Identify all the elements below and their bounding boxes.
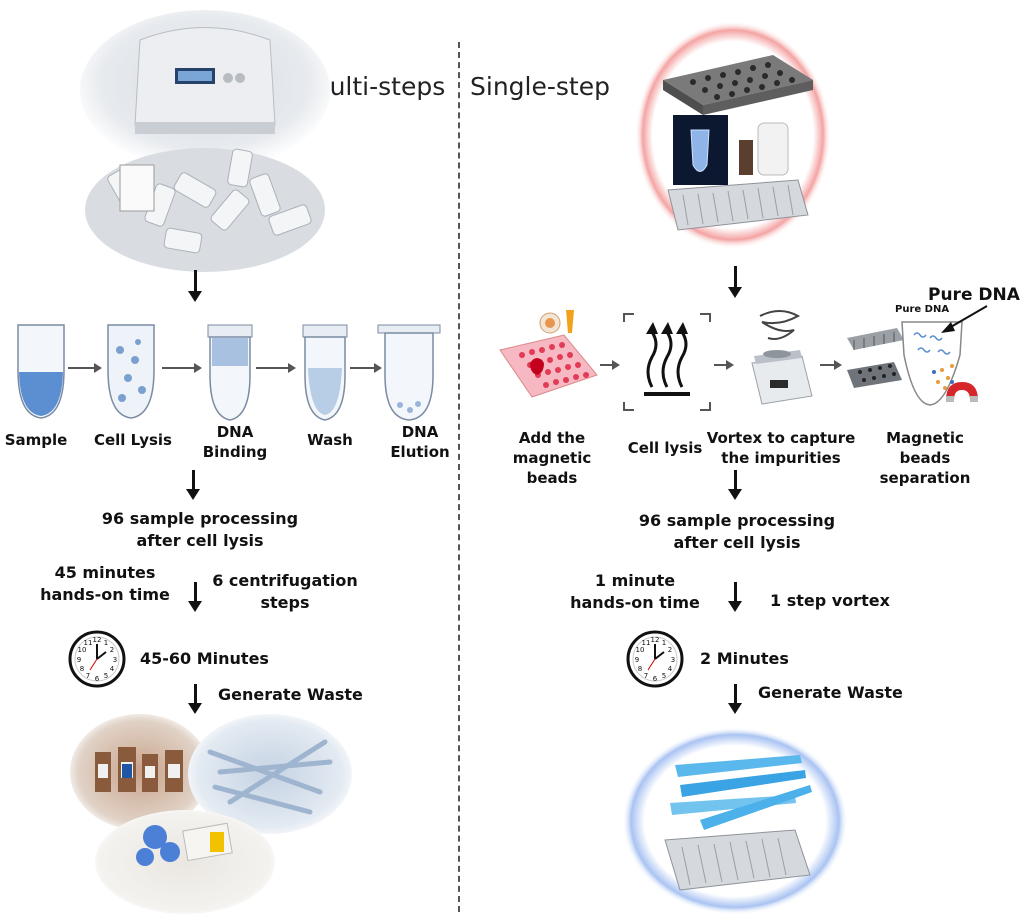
- svg-text:6: 6: [653, 675, 658, 683]
- svg-text:12: 12: [651, 636, 660, 644]
- left-steps-tubes: [17, 324, 441, 421]
- vortex-mixer-image: [751, 310, 813, 405]
- svg-text:2: 2: [668, 646, 672, 654]
- svg-text:12: 12: [93, 636, 102, 644]
- left-waste-text: Generate Waste: [218, 685, 363, 704]
- right-arrow-1: [728, 266, 742, 298]
- right-arrow-2: [728, 470, 742, 500]
- left-harrow-4: [350, 363, 382, 373]
- heat-lysis-icon: [623, 313, 711, 411]
- left-harrow-2: [162, 363, 202, 373]
- step-label-cell-lysis: Cell Lysis: [93, 431, 172, 449]
- svg-text:5: 5: [662, 672, 666, 680]
- svg-text:3: 3: [671, 656, 675, 664]
- svg-text:2: 2: [110, 646, 114, 654]
- left-arrow-3: [188, 582, 202, 612]
- pure-dna-small-label: Pure DNA: [895, 304, 950, 315]
- step-label-cell-lysis-right: Cell lysis: [627, 439, 703, 457]
- left-arrow-2: [186, 470, 200, 500]
- pure-dna-pointer-arrow: [941, 305, 988, 333]
- svg-text:9: 9: [635, 656, 639, 664]
- left-waste-image: [70, 714, 352, 914]
- magnetic-bead-plate-image: [499, 310, 598, 398]
- svg-text:11: 11: [84, 639, 93, 647]
- right-arrow-3: [728, 582, 742, 612]
- svg-text:1: 1: [662, 639, 666, 647]
- right-waste-text: Generate Waste: [758, 683, 903, 702]
- svg-text:10: 10: [78, 646, 87, 654]
- svg-text:5: 5: [104, 672, 108, 680]
- svg-text:4: 4: [110, 665, 115, 673]
- svg-text:4: 4: [668, 665, 673, 673]
- step-label-wash: Wash: [307, 431, 353, 449]
- right-waste-image: [622, 727, 848, 915]
- right-harrow-3: [820, 360, 842, 370]
- svg-text:10: 10: [636, 646, 645, 654]
- svg-text:8: 8: [80, 665, 84, 673]
- left-time-text: 45-60 Minutes: [140, 649, 269, 668]
- right-time-text: 2 Minutes: [700, 649, 789, 668]
- panel-divider: [458, 42, 460, 912]
- svg-text:7: 7: [86, 672, 90, 680]
- svg-text:11: 11: [642, 639, 651, 647]
- svg-text:9: 9: [77, 656, 81, 664]
- step-label-sample: Sample: [4, 431, 68, 449]
- centrifuge-image: [80, 10, 330, 272]
- right-vortex-text: 1 step vortex: [770, 591, 890, 610]
- right-title: Single-step: [470, 72, 610, 101]
- left-harrow-3: [256, 363, 296, 373]
- magnetic-separation-image: [847, 321, 978, 406]
- svg-text:7: 7: [644, 672, 648, 680]
- left-arrow-1: [188, 270, 202, 302]
- svg-text:8: 8: [638, 665, 642, 673]
- left-title: Multi-steps: [308, 72, 446, 101]
- svg-text:6: 6: [95, 675, 100, 683]
- svg-text:3: 3: [113, 656, 117, 664]
- kit-image: [635, 21, 831, 249]
- left-arrow-4: [188, 684, 202, 714]
- pure-dna-label: Pure DNA: [928, 285, 1020, 305]
- svg-text:1: 1: [104, 639, 108, 647]
- right-arrow-4: [728, 684, 742, 714]
- left-harrow-1: [68, 363, 102, 373]
- right-harrow-2: [714, 360, 734, 370]
- right-harrow-1: [600, 360, 620, 370]
